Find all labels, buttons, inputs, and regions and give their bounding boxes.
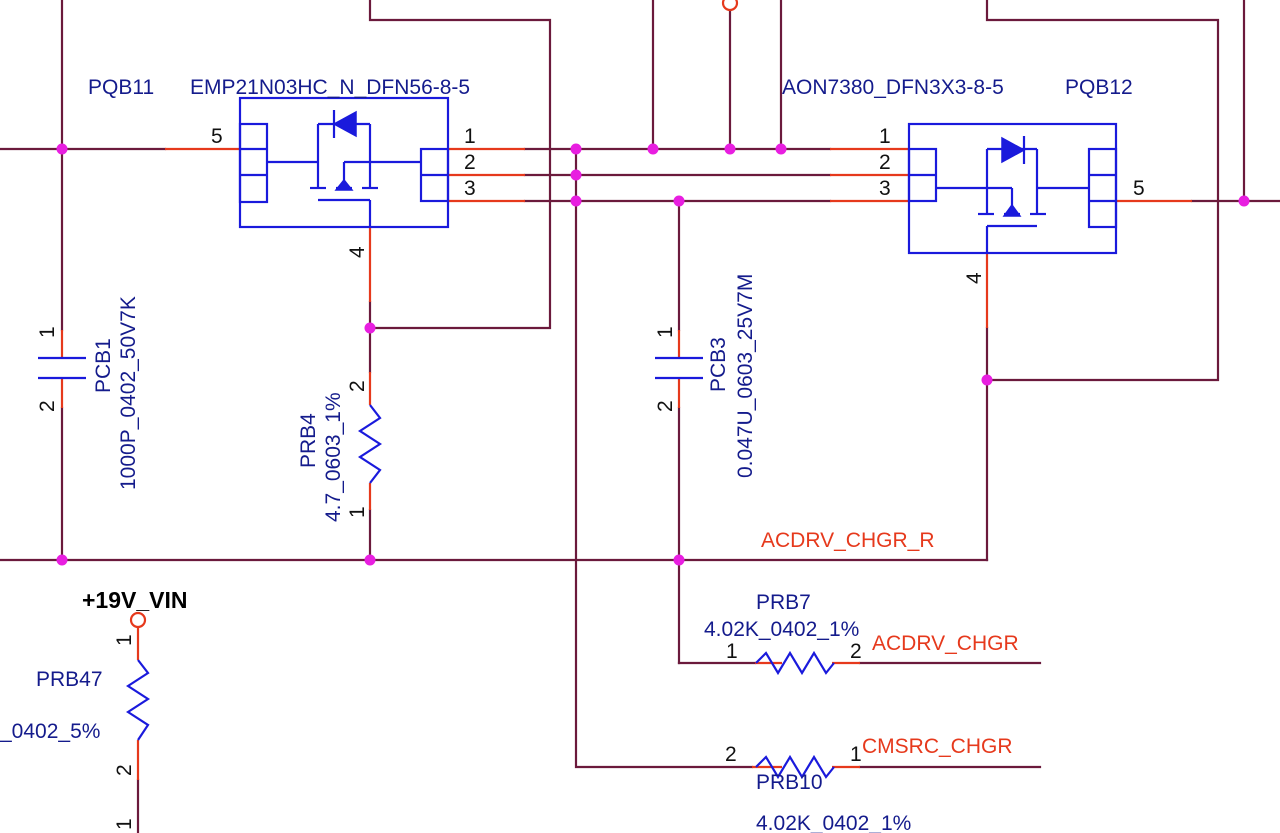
pqb11-mosfet [238, 96, 450, 229]
pcb3-pin-1: 1 [654, 326, 677, 338]
prb47-pin-1: 1 [113, 634, 136, 646]
pqb11-pin-3: 3 [464, 177, 476, 200]
prb4-ref: PRB4 [297, 413, 320, 468]
pcb3-ref: PCB3 [707, 337, 730, 392]
pqb11-pin-5: 5 [211, 125, 223, 148]
prb47-value: _0402_5% [0, 720, 100, 743]
pqb11-pin-4: 4 [346, 246, 369, 258]
prb47-pin-2: 2 [113, 764, 136, 776]
pqb11-value: EMP21N03HC_N_DFN56-8-5 [190, 76, 470, 99]
pcb3-capacitor [655, 356, 703, 380]
prb10-pin-1: 1 [850, 743, 862, 766]
bottom-pin-1: 1 [113, 818, 136, 830]
pqb12-pin-2: 2 [879, 151, 891, 174]
prb4-value: 4.7_0603_1% [322, 392, 345, 522]
prb4-pin-1: 1 [346, 506, 369, 518]
prb4-pin-2: 2 [346, 380, 369, 392]
vin-port-circle [129, 611, 147, 629]
prb47-ref: PRB47 [36, 668, 103, 691]
pin-stubs [60, 147, 1192, 780]
pcb1-pin-1: 1 [36, 326, 59, 338]
pcb1-capacitor [38, 356, 86, 380]
pcb1-ref: PCB1 [92, 338, 115, 393]
net-acdrv-chgr: ACDRV_CHGR [872, 632, 1019, 655]
pqb12-pin-3: 3 [879, 177, 891, 200]
prb7-pin-1: 1 [726, 640, 738, 663]
pqb12-mosfet [907, 122, 1118, 255]
pcb1-value: 1000P_0402_50V7K [117, 296, 140, 490]
prb10-ref: PRB10 [756, 771, 823, 794]
pcb3-value: 0.047U_0603_25V7M [734, 274, 757, 478]
prb47-resistor [125, 659, 151, 741]
net-19v-vin: +19V_VIN [82, 587, 188, 613]
prb10-resistor [755, 754, 835, 780]
pqb12-ref: PQB12 [1065, 76, 1133, 99]
pqb11-ref: PQB11 [88, 76, 154, 99]
net-acdrv-chgr-r: ACDRV_CHGR_R [761, 529, 935, 552]
junction-dots [56, 143, 1250, 566]
pqb11-pin-1: 1 [464, 125, 476, 148]
prb7-pin-2: 2 [850, 640, 862, 663]
net-cmsrc-chgr: CMSRC_CHGR [862, 735, 1013, 758]
pcb1-pin-2: 2 [36, 400, 59, 412]
pqb12-pin-4: 4 [963, 272, 986, 284]
pqb12-pin-1: 1 [879, 125, 891, 148]
prb4-resistor [357, 404, 383, 484]
pqb12-value: AON7380_DFN3X3-8-5 [782, 76, 1004, 99]
pcb3-pin-2: 2 [654, 400, 677, 412]
prb10-pin-2: 2 [725, 743, 737, 766]
top-port-circle [721, 0, 739, 12]
pqb12-pin-5: 5 [1133, 177, 1145, 200]
prb10-value: 4.02K_0402_1% [756, 812, 911, 833]
prb7-ref: PRB7 [756, 591, 811, 614]
prb7-value: 4.02K_0402_1% [704, 618, 859, 641]
pqb11-pin-2: 2 [464, 151, 476, 174]
prb7-resistor [755, 650, 835, 676]
